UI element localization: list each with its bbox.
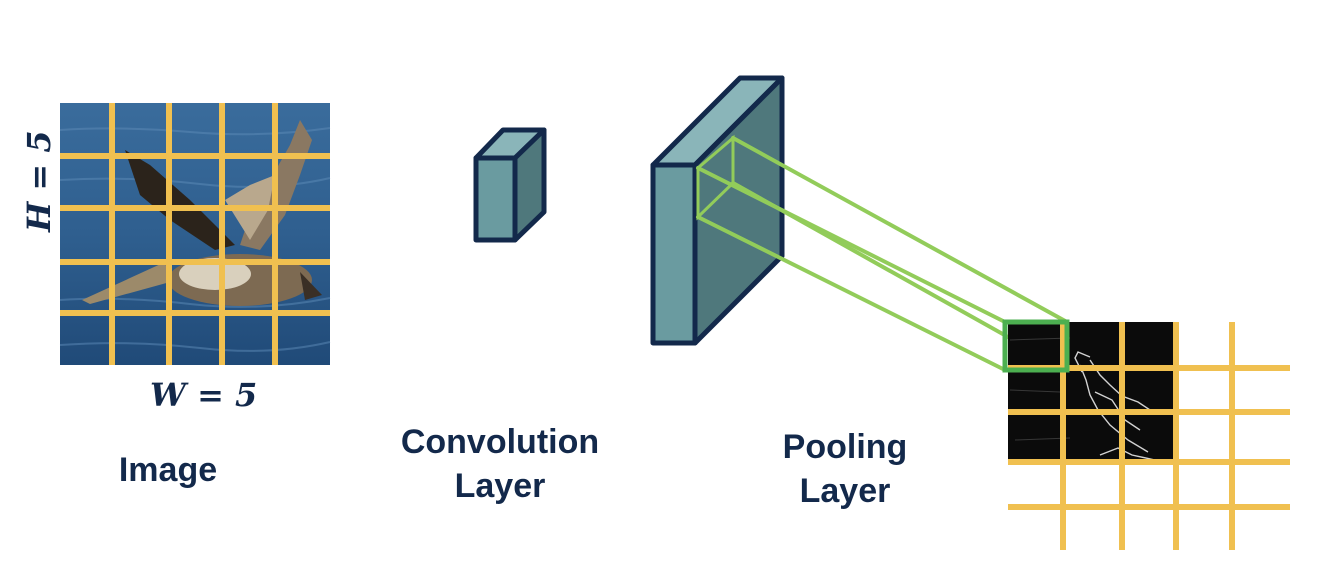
image-label: Image: [118, 451, 218, 489]
feature-map-image: [1008, 322, 1174, 462]
pooling-label-line2: Layer: [799, 472, 891, 511]
convolution-layer-label: Convolution Layer: [380, 420, 620, 508]
convolution-block: [473, 127, 547, 243]
image-grid: [60, 103, 330, 365]
input-image: [59, 103, 331, 365]
convolution-label-line1: Convolution: [400, 423, 600, 461]
height-label: H = 5: [20, 130, 58, 232]
convolution-label-line2: Layer: [454, 467, 546, 506]
pooling-layer-label: Pooling Layer: [755, 425, 935, 513]
width-label: W = 5: [150, 376, 258, 414]
pooling-label-line1: Pooling: [782, 428, 908, 466]
pooling-window: [1002, 319, 1070, 373]
pooling-block: [650, 75, 785, 346]
